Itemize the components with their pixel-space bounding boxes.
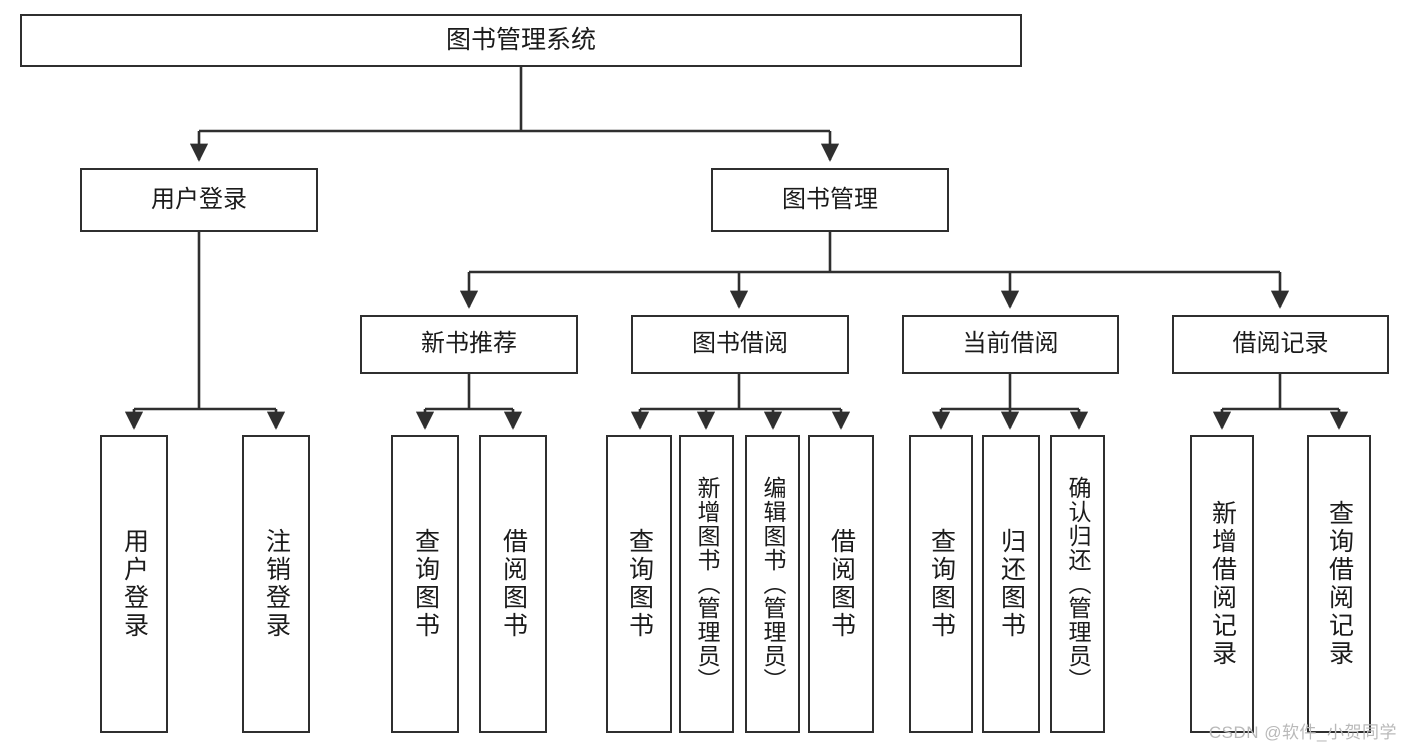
leaf-add-borrow-record-label: 新增借阅记录 [1208, 500, 1237, 668]
leaf-query-books-borrowing[interactable]: 查询图书 [606, 435, 672, 733]
node-book-borrowing-label: 图书借阅 [692, 330, 788, 358]
node-borrowing-records[interactable]: 借阅记录 [1172, 315, 1389, 374]
leaf-confirm-return-admin[interactable]: 确认归还（管理员） [1050, 435, 1105, 733]
leaf-query-borrow-record[interactable]: 查询借阅记录 [1307, 435, 1371, 733]
node-user-login[interactable]: 用户登录 [80, 168, 318, 232]
leaf-query-books-current-label: 查询图书 [927, 528, 956, 640]
leaf-add-book-admin-label: 新增图书（管理员） [694, 476, 720, 692]
watermark: CSDN @软件_小贺同学 [1208, 723, 1397, 742]
node-current-borrowing[interactable]: 当前借阅 [902, 315, 1119, 374]
node-borrowing-records-label: 借阅记录 [1232, 330, 1329, 358]
leaf-edit-book-admin[interactable]: 编辑图书（管理员） [745, 435, 800, 733]
leaf-user-login-label: 用户登录 [120, 528, 149, 640]
leaf-logout-label: 注销登录 [262, 528, 291, 640]
node-book-management[interactable]: 图书管理 [711, 168, 949, 232]
leaf-user-login[interactable]: 用户登录 [100, 435, 168, 733]
leaf-query-books-new-recommend[interactable]: 查询图书 [391, 435, 459, 733]
leaf-borrow-books-new-recommend[interactable]: 借阅图书 [479, 435, 547, 733]
leaf-query-books-current[interactable]: 查询图书 [909, 435, 973, 733]
leaf-logout[interactable]: 注销登录 [242, 435, 310, 733]
node-new-book-recommendation[interactable]: 新书推荐 [360, 315, 578, 374]
leaf-query-borrow-record-label: 查询借阅记录 [1325, 500, 1354, 668]
leaf-query-books-borrowing-label: 查询图书 [625, 528, 654, 640]
node-current-borrowing-label: 当前借阅 [962, 330, 1059, 358]
leaf-edit-book-admin-label: 编辑图书（管理员） [760, 476, 786, 692]
leaf-confirm-return-admin-label: 确认归还（管理员） [1065, 476, 1091, 692]
node-new-book-recommendation-label: 新书推荐 [421, 330, 517, 358]
leaf-return-books-label: 归还图书 [997, 528, 1026, 640]
leaf-borrow-books-new-recommend-label: 借阅图书 [499, 528, 528, 640]
leaf-borrow-books-borrowing-label: 借阅图书 [827, 528, 856, 640]
node-user-login-label: 用户登录 [151, 185, 247, 213]
leaf-add-borrow-record[interactable]: 新增借阅记录 [1190, 435, 1254, 733]
leaf-borrow-books-borrowing[interactable]: 借阅图书 [808, 435, 874, 733]
leaf-query-books-new-recommend-label: 查询图书 [411, 528, 440, 640]
node-book-borrowing[interactable]: 图书借阅 [631, 315, 849, 374]
node-root-book-management-system[interactable]: 图书管理系统 [20, 14, 1022, 67]
node-book-management-label: 图书管理 [782, 185, 878, 213]
leaf-return-books[interactable]: 归还图书 [982, 435, 1040, 733]
node-root-label: 图书管理系统 [445, 25, 596, 54]
leaf-add-book-admin[interactable]: 新增图书（管理员） [679, 435, 734, 733]
